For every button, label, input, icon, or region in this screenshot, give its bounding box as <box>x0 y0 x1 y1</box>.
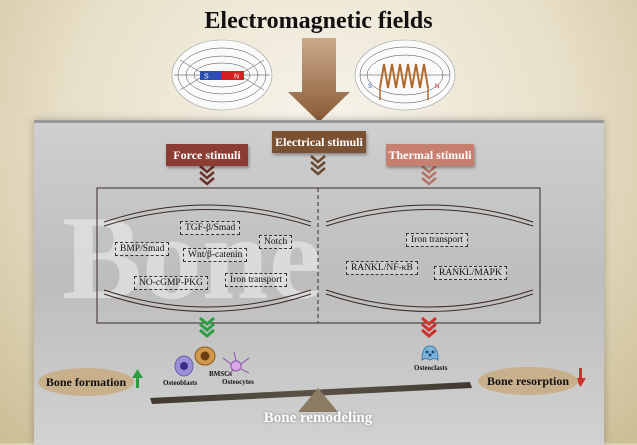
magnet-south-label: S <box>204 74 209 81</box>
pathway-bmp-smad: BMP/Smad <box>115 242 170 256</box>
thermal-chevrons-icon <box>421 165 437 186</box>
osteocytes-label: Osteocytes <box>222 378 254 386</box>
pathway-rankl-nf-kb: RANKL/NF-κB <box>346 261 418 275</box>
osteoclasts-label: Osteoclasts <box>414 364 448 372</box>
bone-formation-label: Bone formation <box>45 375 127 389</box>
formation-chevrons-icon <box>199 316 215 338</box>
pathway-iron-transport-left: Iron transport <box>225 273 287 287</box>
bone-formation-pill: Bone formation <box>38 368 134 396</box>
coil-south-label: S <box>368 84 372 90</box>
field-arrow-icon <box>288 38 350 122</box>
coil-north-label: N <box>435 84 439 90</box>
bone-resorption-label: Bone resorption <box>486 374 570 388</box>
electrical-stimuli-label: Electrical stimuli <box>272 131 366 153</box>
osteocyte-icon <box>222 351 250 377</box>
bmscs-label: BMSCs <box>209 370 232 378</box>
bar-magnet-field-icon <box>171 39 273 111</box>
bmsc-icon <box>194 346 216 366</box>
magnet-north-label: N <box>234 74 239 81</box>
diagram-title: Electromagnetic fields <box>204 8 433 34</box>
formation-up-arrow-icon <box>132 369 143 388</box>
bone-remodeling-label: Bone remodeling <box>263 410 373 426</box>
osteoblast-icon <box>174 355 194 377</box>
force-stimuli-label: Force stimuli <box>166 144 248 166</box>
pathway-wnt-beta-catenin: Wnt/β-catenin <box>183 248 248 262</box>
pathway-tgf-beta-smad: TGF-β/Smad <box>180 221 241 235</box>
pathway-iron-transport-right: Iron transport <box>406 233 468 247</box>
thermal-stimuli-label: Thermal stimuli <box>386 144 474 166</box>
balance-fulcrum <box>298 388 338 412</box>
coil-field-icon <box>354 39 456 111</box>
electrical-chevrons-icon <box>310 155 326 176</box>
bone-resorption-pill: Bone resorption <box>478 367 578 395</box>
osteoblasts-label: Osteoblasts <box>163 379 198 387</box>
resorption-chevrons-icon <box>421 316 437 338</box>
pathway-no-cgmp-pkg: NO-cGMP-PKG <box>134 276 208 290</box>
balance-beam <box>150 382 472 404</box>
osteoclast-icon <box>421 345 439 361</box>
pathway-notch: Notch <box>259 235 293 249</box>
force-chevrons-icon <box>199 165 215 186</box>
pathway-rankl-mapk: RANKL/MAPK <box>434 266 507 280</box>
